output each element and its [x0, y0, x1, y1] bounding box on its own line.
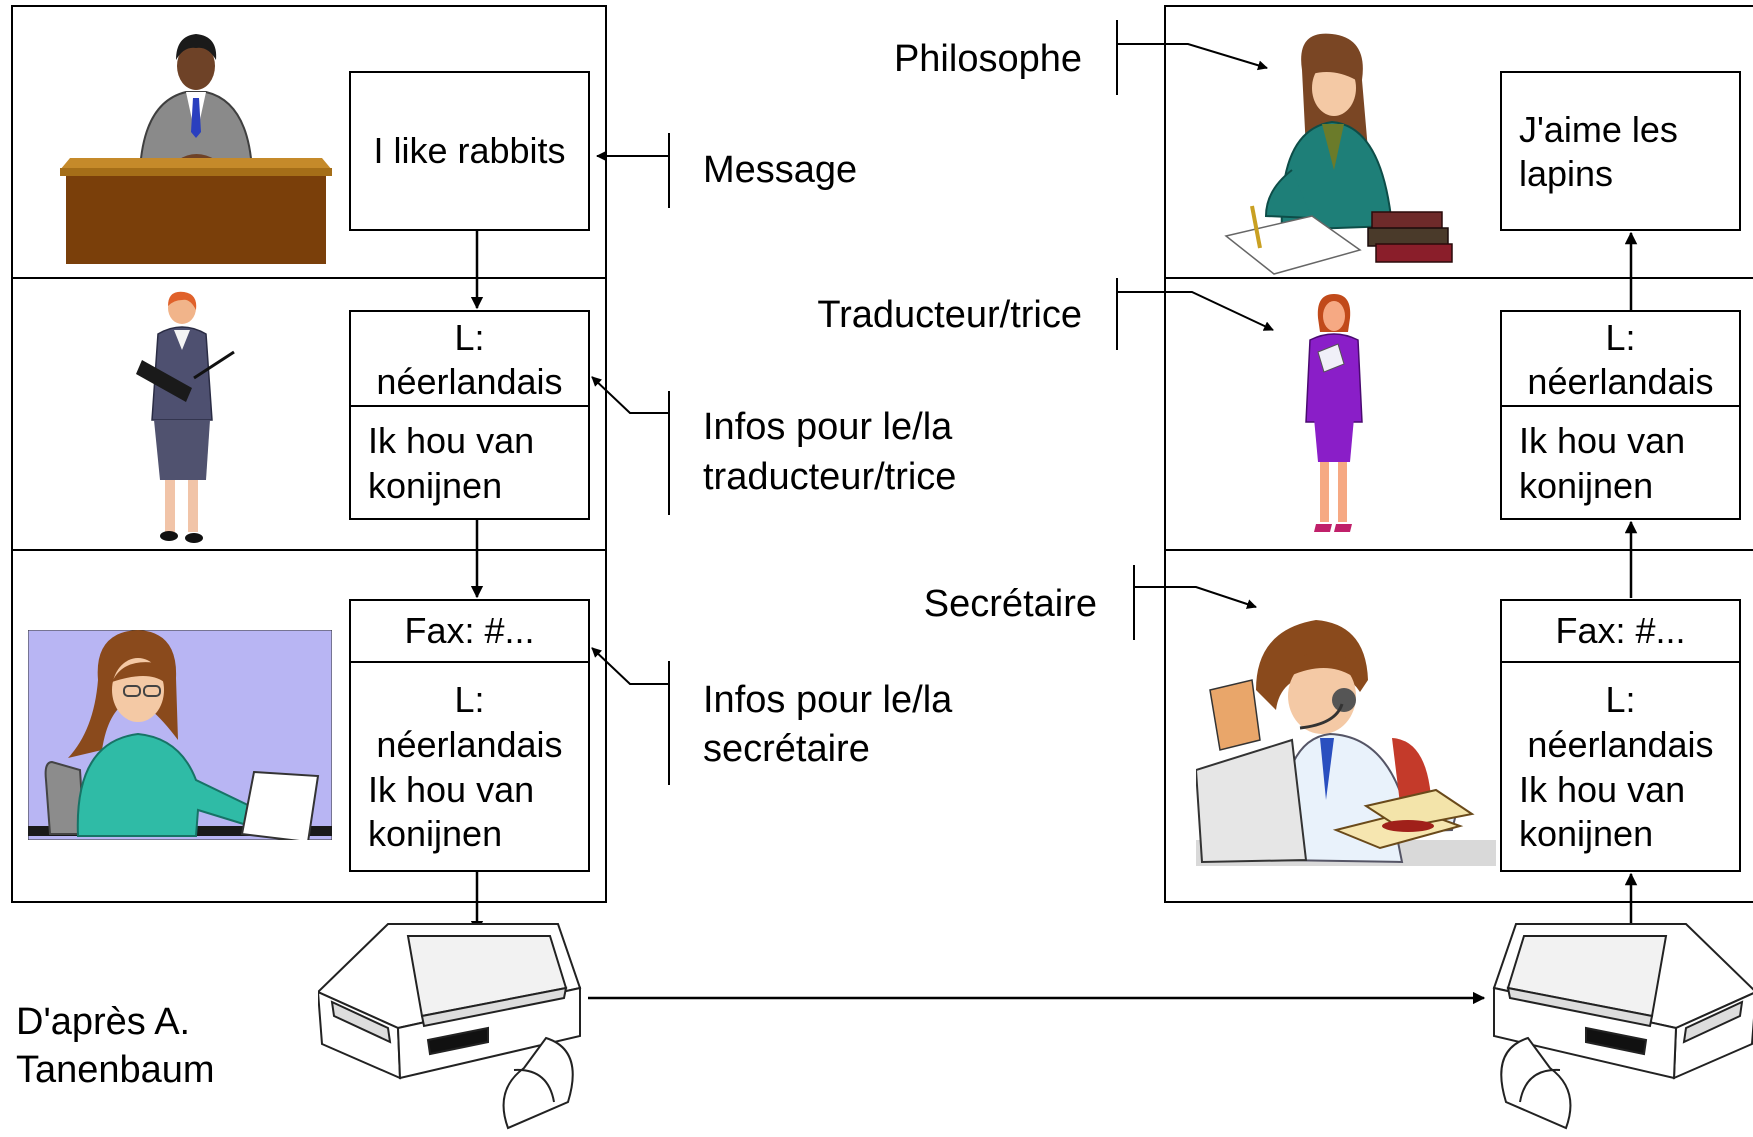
left-translator-header-l: L: — [454, 317, 485, 358]
fax-machine-icon — [318, 923, 582, 1130]
left-fax-body-1: L: — [454, 679, 485, 720]
secretaire-pointer — [1134, 586, 1257, 609]
right-message-1: J'aime les — [1519, 109, 1678, 150]
left-translator-body-1: Ik hou van — [368, 420, 535, 461]
right-translator-body-1: Ik hou van — [1519, 420, 1686, 461]
traducteur-pointer — [1117, 291, 1274, 331]
left-fax-body-box — [349, 661, 590, 872]
fax-machine-icon — [1492, 923, 1753, 1130]
right-fax-body-3: Ik hou van — [1519, 769, 1686, 810]
left-fax-header: Fax: #... — [404, 610, 535, 651]
right-translator-body-2: konijnen — [1519, 465, 1654, 506]
left-fax-body-3: Ik hou van — [368, 769, 535, 810]
credit-line-2: Tanenbaum — [16, 1049, 215, 1091]
right-fax-header: Fax: #... — [1555, 610, 1686, 651]
right-fax-body-2: néerlandais — [1527, 724, 1714, 765]
left-message-text: I like rabbits — [373, 130, 566, 171]
label-message: Message — [703, 149, 858, 191]
left-translator-header-lang: néerlandais — [376, 361, 563, 402]
label-secretaire: Secrétaire — [923, 583, 1097, 625]
right-message-2: lapins — [1519, 153, 1614, 194]
label-philosophe: Philosophe — [893, 38, 1082, 80]
left-fax-body-4: konijnen — [368, 813, 503, 854]
right-translator-header-l: L: — [1605, 317, 1636, 358]
right-message-box — [1500, 71, 1741, 231]
label-infos-secretary-2: secrétaire — [703, 728, 870, 770]
man-at-desk-icon — [60, 34, 332, 264]
right-fax-body-box — [1500, 661, 1741, 872]
label-infos-translator-1: Infos pour le/la — [703, 406, 953, 448]
woman-headset-icon — [28, 630, 332, 840]
infos-secretary-pointer — [591, 647, 669, 685]
right-fax-body-4: konijnen — [1519, 813, 1654, 854]
right-fax-body-1: L: — [1605, 679, 1636, 720]
right-fax-header-box — [1500, 599, 1741, 663]
businesswoman-icon — [136, 291, 235, 543]
label-traducteur: Traducteur/trice — [817, 294, 1082, 336]
philosophe-pointer — [1117, 43, 1268, 71]
left-message-box — [349, 71, 590, 231]
left-translator-header-box — [349, 310, 590, 407]
left-translator-body-2: konijnen — [368, 465, 503, 506]
woman-purple-suit-icon — [1305, 294, 1363, 532]
credit-line-1: D'après A. — [16, 1001, 191, 1043]
left-fax-body-2: néerlandais — [376, 724, 563, 765]
label-infos-secretary-1: Infos pour le/la — [703, 679, 953, 721]
left-fax-header-box — [349, 599, 590, 663]
left-translator-body-box — [349, 405, 590, 520]
man-headset-icon — [1196, 620, 1496, 866]
label-infos-translator-2: traducteur/trice — [703, 456, 957, 498]
infos-translator-pointer — [591, 376, 669, 414]
right-translator-body-box — [1500, 405, 1741, 520]
woman-writing-icon — [1224, 33, 1453, 275]
right-translator-header-lang: néerlandais — [1527, 361, 1714, 402]
